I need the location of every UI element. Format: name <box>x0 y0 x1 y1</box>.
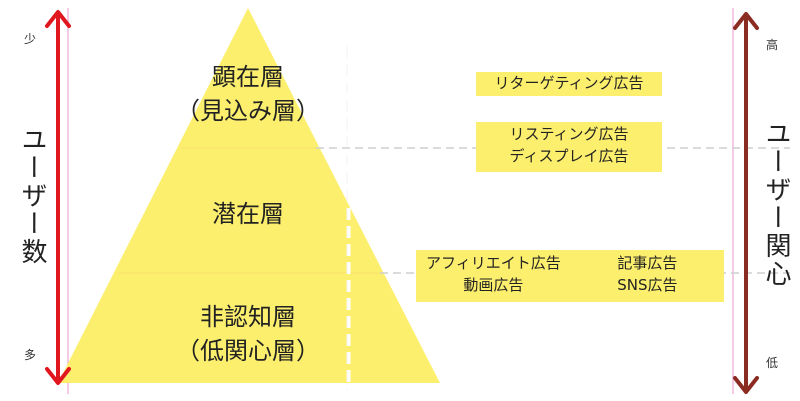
ad-article: 記事広告 <box>617 254 678 272</box>
layer-aware: 顕在層 （見込み層） <box>148 60 348 128</box>
layer-aware-name: 顕在層 <box>212 63 284 91</box>
ad-box-retargeting: リターゲティング広告 <box>476 72 662 96</box>
left-top-label: 少 <box>23 32 36 46</box>
ad-video: 動画広告 <box>463 276 524 294</box>
left-double-arrow <box>45 10 71 385</box>
ad-search-listing: リスティング広告 <box>509 125 629 143</box>
right-bottom-label: 低 <box>765 356 778 370</box>
ad-box-affiliate-group: アフィリエイト広告 記事広告 動画広告 SNS広告 <box>416 250 724 302</box>
ad-sns: SNS広告 <box>617 276 678 294</box>
layer-unaware: 非認知層 （低関心層） <box>148 300 348 368</box>
pyramid <box>58 8 440 383</box>
layer-aware-sub: （見込み層） <box>176 97 320 125</box>
layer-latent: 潜在層 <box>148 197 348 231</box>
right-top-label: 高 <box>765 38 778 52</box>
ad-affiliate: アフィリエイト広告 <box>426 254 561 272</box>
layer-unaware-name: 非認知層 <box>200 303 296 331</box>
right-axis-title: ユーザー関心 <box>761 120 791 288</box>
layer-unaware-sub: （低関心層） <box>176 337 320 365</box>
ad-display: ディスプレイ広告 <box>509 147 629 165</box>
ad-retargeting: リターゲティング広告 <box>494 74 644 92</box>
left-bottom-label: 多 <box>23 348 36 362</box>
right-double-arrow <box>733 12 759 394</box>
left-axis-title: ユーザー数 <box>17 126 47 266</box>
layer-latent-name: 潜在層 <box>212 200 284 228</box>
ad-box-listing-display: リスティング広告 ディスプレイ広告 <box>476 122 662 172</box>
